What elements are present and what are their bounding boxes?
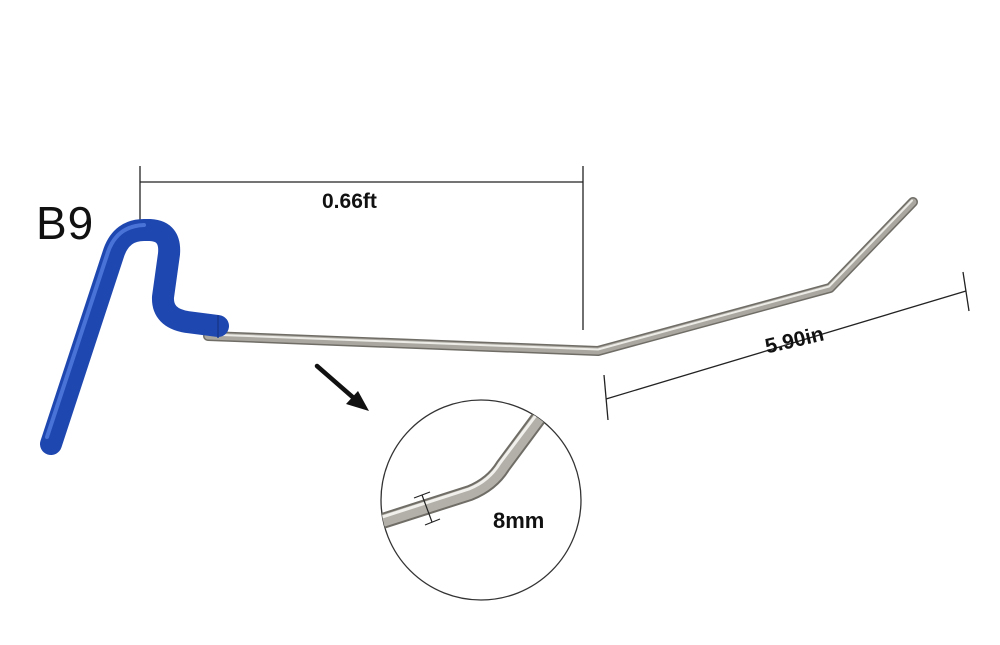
length-label: 0.66ft bbox=[322, 190, 377, 213]
model-label: B9 bbox=[36, 197, 95, 249]
steel-rod bbox=[203, 197, 918, 356]
zoom-circle-icon bbox=[380, 399, 582, 601]
diameter-marker bbox=[413, 491, 441, 526]
blue-handle bbox=[40, 219, 229, 455]
tip-length-dimension bbox=[603, 271, 970, 421]
arrow-pointer-icon bbox=[314, 363, 369, 411]
diameter-label: 8mm bbox=[493, 508, 545, 533]
